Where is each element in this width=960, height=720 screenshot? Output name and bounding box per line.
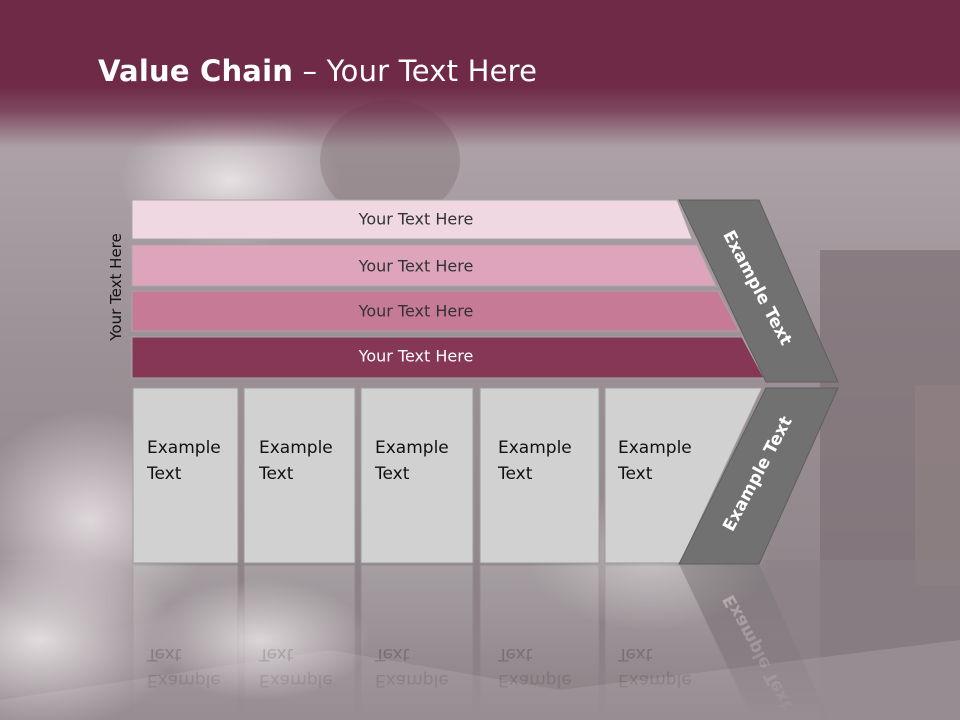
page-title: Value Chain – Your Text Here <box>98 54 537 88</box>
box-3-line2: Text <box>374 464 410 484</box>
svg-text:Text: Text <box>497 644 533 664</box>
band-4: Your Text Here <box>131 336 765 379</box>
box-1-shape <box>132 387 239 564</box>
band-2-label: Your Text Here <box>358 257 474 276</box>
box-2-line1: Example <box>259 438 333 458</box>
box-3: Example Text <box>360 387 474 564</box>
svg-text:Text: Text <box>258 644 294 664</box>
title-bold: Value Chain <box>98 54 294 88</box>
box-5: Example Text <box>604 387 763 564</box>
box-1: Example Text <box>132 387 239 564</box>
title-rest: – Your Text Here <box>293 54 538 88</box>
box-5-line1: Example <box>618 438 692 458</box>
activity-boxes: Example Text Example Text Example Text E… <box>132 387 763 564</box>
band-3-shape <box>131 290 740 332</box>
svg-text:Example: Example <box>498 670 572 690</box>
box-2-shape <box>243 387 356 564</box>
band-3-label: Your Text Here <box>358 302 474 321</box>
box-5-line2: Text <box>617 464 653 484</box>
box-4-shape <box>479 387 600 564</box>
svg-text:Example: Example <box>375 670 449 690</box>
box-3-shape <box>360 387 474 564</box>
svg-text:Text: Text <box>374 644 410 664</box>
band-2: Your Text Here <box>131 244 717 287</box>
band-1-label: Your Text Here <box>358 210 474 229</box>
band-1-shape <box>131 199 693 240</box>
title-bar <box>0 0 960 148</box>
box-2: Example Text <box>243 387 356 564</box>
band-2-shape <box>131 244 717 287</box>
box-3-line1: Example <box>375 438 449 458</box>
svg-text:Text: Text <box>146 644 182 664</box>
chevron-lower-shape <box>678 387 839 565</box>
band-4-label: Your Text Here <box>358 347 474 366</box>
svg-text:Text: Text <box>617 644 653 664</box>
svg-text:Example: Example <box>147 670 221 690</box>
svg-text:Example: Example <box>618 670 692 690</box>
reflection: Example Text Example Text Example Text E… <box>132 564 830 720</box>
band-3: Your Text Here <box>131 290 740 332</box>
box-4-line1: Example <box>498 438 572 458</box>
band-1: Your Text Here <box>131 199 693 240</box>
svg-text:Example: Example <box>259 670 333 690</box>
box-1-line1: Example <box>147 438 221 458</box>
box-4-line2: Text <box>497 464 533 484</box>
box-2-line2: Text <box>258 464 294 484</box>
chevron-upper-shape <box>678 199 839 383</box>
box-4: Example Text <box>479 387 600 564</box>
box-1-line2: Text <box>146 464 182 484</box>
